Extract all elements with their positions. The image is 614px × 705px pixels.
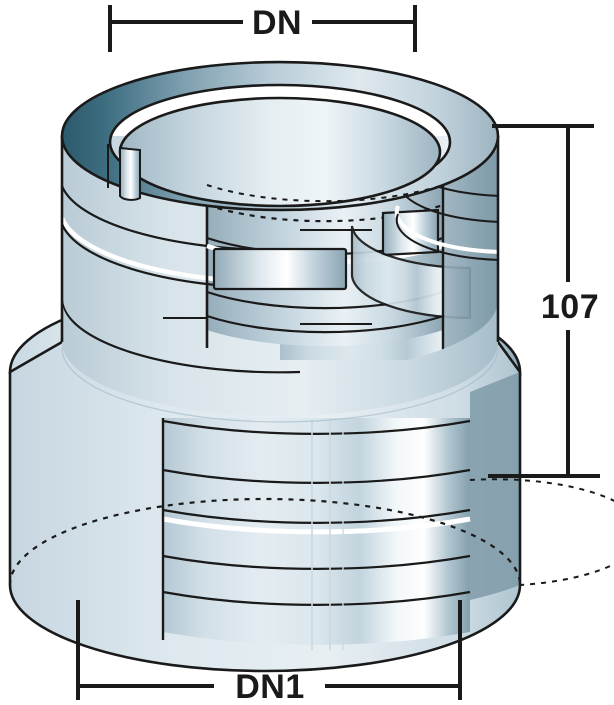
dimension-label-dn1: DN1 <box>235 668 305 705</box>
dimension-label-dn: DN <box>252 4 302 42</box>
dimension-dn: DN <box>108 4 417 52</box>
top-rim-group <box>60 60 500 212</box>
locking-slot-detail <box>212 247 348 291</box>
adapter-body-art: DN 107 DN1 <box>8 4 614 705</box>
dimension-107: 107 <box>488 124 600 478</box>
dimension-dn1: DN1 <box>76 600 462 705</box>
dimension-label-107: 107 <box>541 288 599 326</box>
dimension-annotations: DN 107 DN1 <box>76 4 600 705</box>
inner-bore <box>118 96 442 208</box>
